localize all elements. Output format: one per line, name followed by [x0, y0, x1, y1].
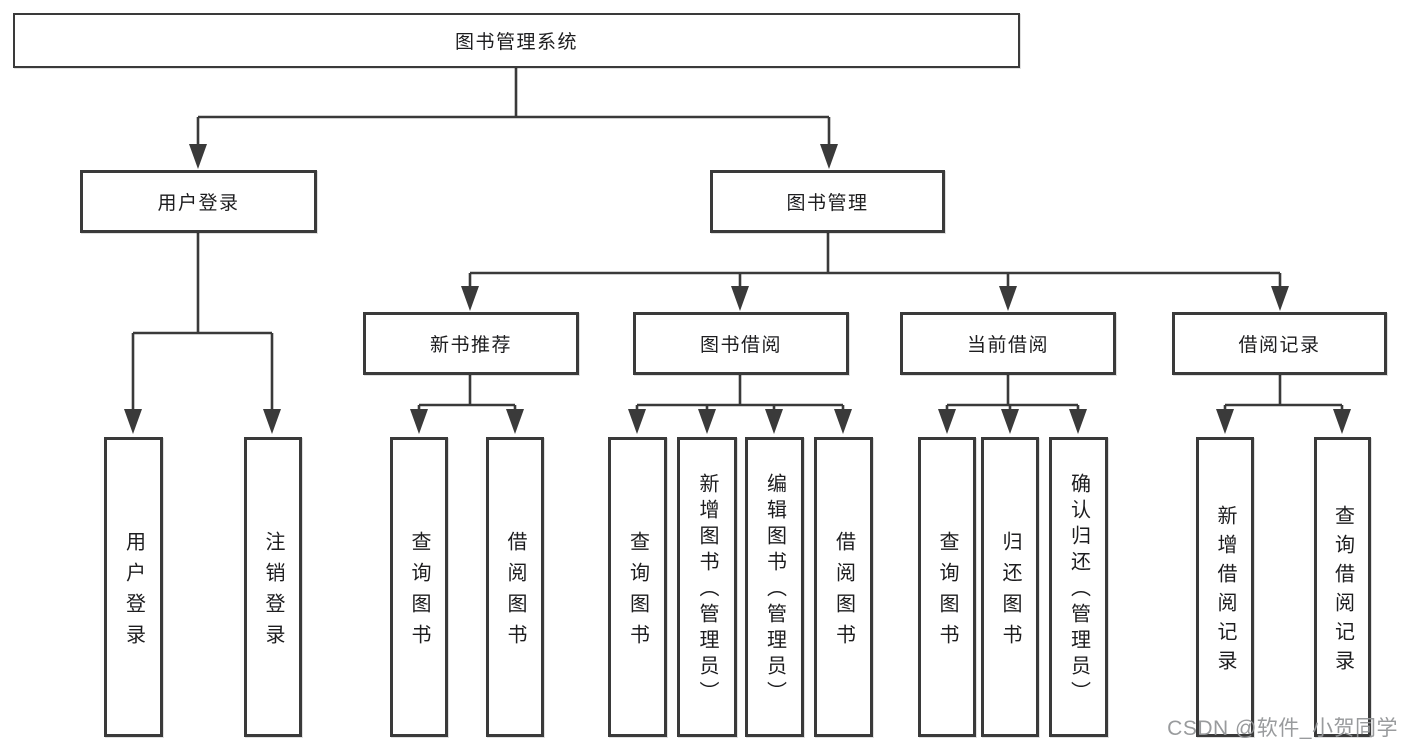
watermark: CSDN @软件_小贺同学: [1167, 717, 1398, 740]
leaf-user-login: 用户登录: [104, 437, 163, 737]
node-book-management: 图书管理: [710, 170, 945, 233]
node-borrowing-records: 借阅记录: [1172, 312, 1387, 375]
connector-arrowheads: [124, 144, 1351, 434]
node-label: 确认归还（管理员）: [1067, 473, 1090, 707]
arrowhead-icon: [461, 286, 479, 311]
leaf-query-books-current: 查询图书: [918, 437, 976, 737]
node-book-borrowing: 图书借阅: [633, 312, 849, 375]
node-label: 图书管理: [786, 193, 869, 214]
leaf-add-borrow-record: 新增借阅记录: [1196, 437, 1254, 737]
arrowhead-icon: [765, 409, 783, 434]
leaf-edit-books-admin: 编辑图书（管理员）: [745, 437, 804, 737]
node-label: 借阅图书: [504, 530, 526, 655]
node-current-borrowing: 当前借阅: [900, 312, 1116, 375]
node-label: 新增借阅记录: [1214, 504, 1236, 679]
node-label: 查询图书: [626, 530, 649, 655]
node-label: 借阅记录: [1238, 335, 1321, 356]
leaf-query-books-recommend: 查询图书: [390, 437, 448, 737]
leaf-query-borrow-record: 查询借阅记录: [1314, 437, 1371, 737]
arrowhead-icon: [1333, 409, 1351, 434]
node-label: 新增图书（管理员）: [696, 473, 718, 707]
node-new-book-recommendation: 新书推荐: [363, 312, 579, 375]
arrowhead-icon: [506, 409, 524, 434]
arrowhead-icon: [124, 409, 142, 434]
node-label: 借阅图书: [832, 530, 855, 655]
node-label: 查询图书: [408, 530, 430, 655]
arrowhead-icon: [938, 409, 956, 434]
leaf-borrow-books: 借阅图书: [814, 437, 873, 737]
node-label: 图书借阅: [699, 335, 782, 356]
leaf-borrow-books-recommend: 借阅图书: [486, 437, 544, 737]
node-label: 注销登录: [262, 530, 284, 655]
node-label: 编辑图书（管理员）: [763, 473, 786, 707]
leaf-logout: 注销登录: [244, 437, 302, 737]
arrowhead-icon: [820, 144, 838, 169]
leaf-add-books-admin: 新增图书（管理员）: [677, 437, 737, 737]
arrowhead-icon: [263, 409, 281, 434]
arrowhead-icon: [1069, 409, 1087, 434]
arrowhead-icon: [834, 409, 852, 434]
node-label: 查询图书: [936, 530, 958, 655]
leaf-return-books: 归还图书: [981, 437, 1039, 737]
arrowhead-icon: [628, 409, 646, 434]
node-label: 当前借阅: [966, 335, 1049, 356]
node-label: 用户登录: [157, 193, 240, 214]
arrowhead-icon: [1271, 286, 1289, 311]
node-label: 图书管理系统: [454, 32, 578, 53]
arrowhead-icon: [731, 286, 749, 311]
node-user-login: 用户登录: [80, 170, 317, 233]
node-library-management-system: 图书管理系统: [13, 13, 1020, 68]
node-label: 查询借阅记录: [1331, 504, 1354, 679]
arrowhead-icon: [1001, 409, 1019, 434]
leaf-confirm-return-admin: 确认归还（管理员）: [1049, 437, 1108, 737]
arrowhead-icon: [1216, 409, 1234, 434]
node-label: 用户登录: [122, 530, 145, 655]
arrowhead-icon: [410, 409, 428, 434]
node-label: 新书推荐: [429, 335, 512, 356]
arrowhead-icon: [189, 144, 207, 169]
arrowhead-icon: [698, 409, 716, 434]
node-label: 归还图书: [999, 530, 1021, 655]
arrowhead-icon: [999, 286, 1017, 311]
leaf-query-books-borrow: 查询图书: [608, 437, 667, 737]
